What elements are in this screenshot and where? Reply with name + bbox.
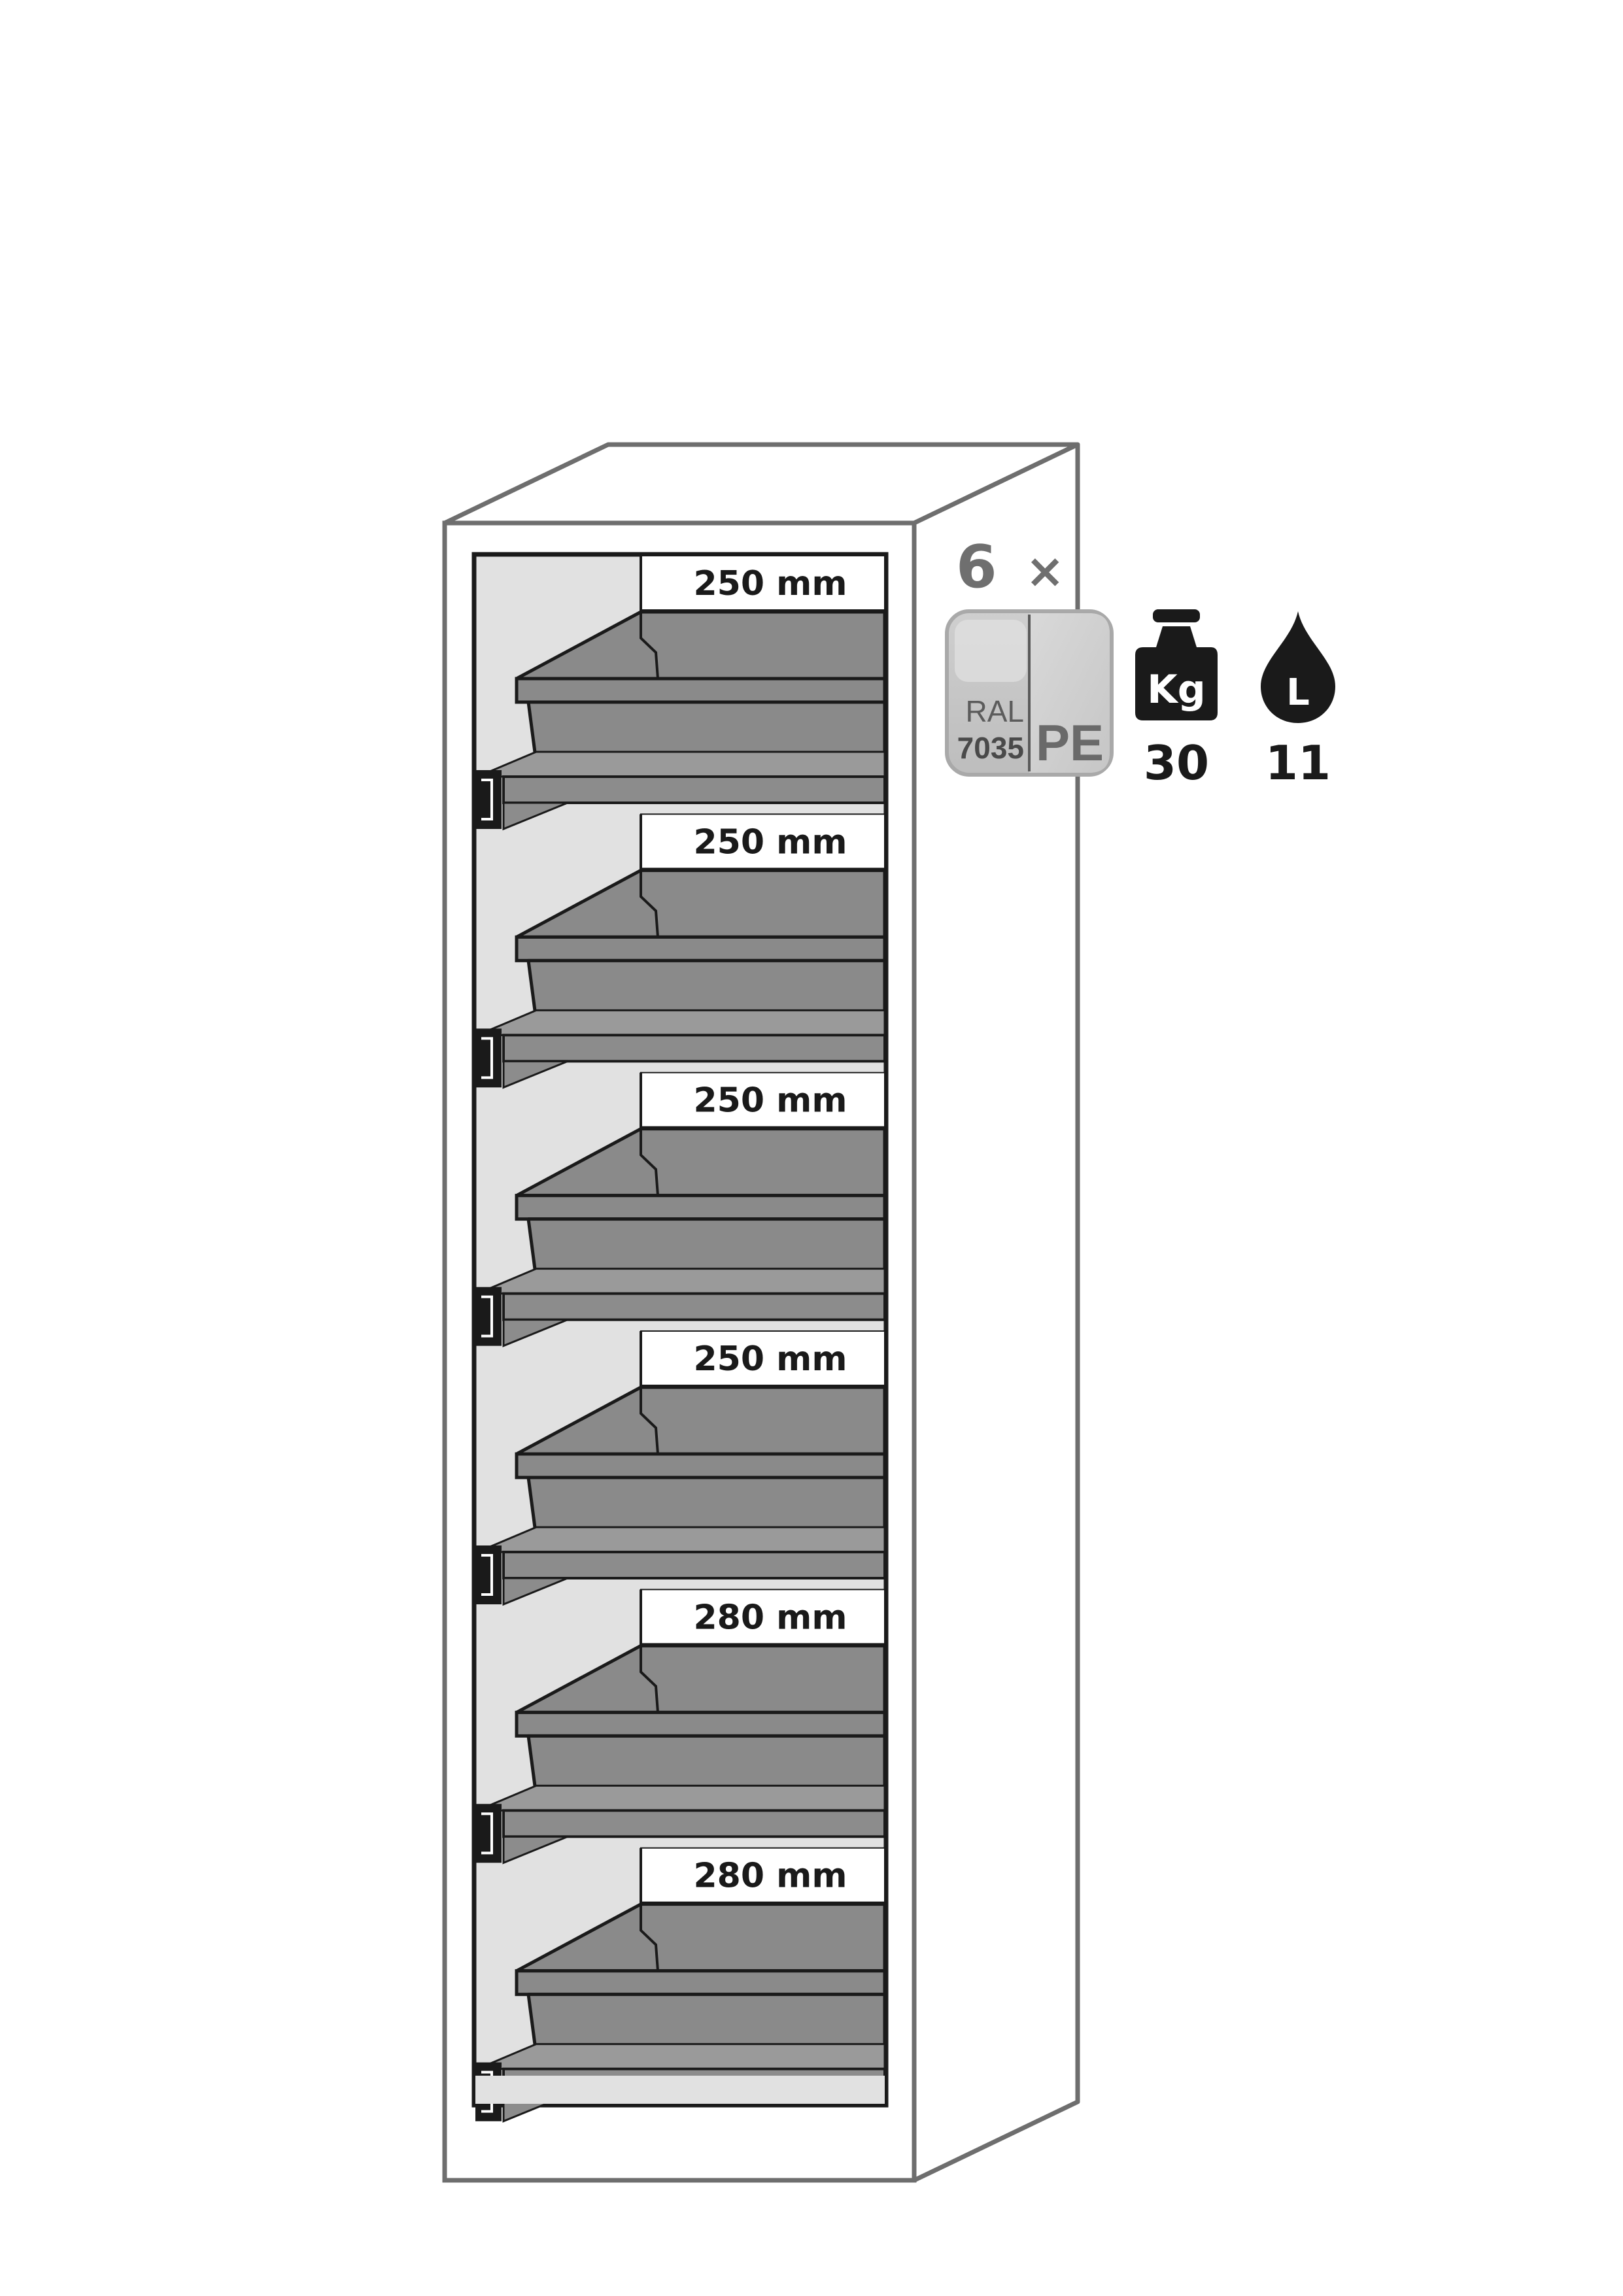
shelf-top	[477, 1526, 886, 1553]
weight-value: 30	[1144, 735, 1209, 790]
shelf-front	[502, 1292, 886, 1321]
tray-crease	[640, 870, 659, 937]
hinge-slot	[481, 1295, 493, 1338]
height-label: 280 mm	[693, 1598, 847, 1637]
tray-lip	[515, 1710, 887, 1738]
volume-unit: L	[1286, 671, 1310, 714]
quantity-value: 6	[956, 533, 997, 601]
shelf-bracket	[502, 1060, 568, 1089]
shelf-bracket	[502, 1319, 568, 1347]
tray-crease	[640, 612, 659, 679]
volume-value: 11	[1265, 735, 1331, 790]
volume-spec: L 11	[1261, 611, 1335, 790]
shelf-bracket	[502, 1577, 568, 1606]
badge-ral-label: RAL	[966, 694, 1024, 728]
hinge-slot	[481, 1554, 493, 1596]
quantity-symbol: ×	[1025, 543, 1065, 598]
height-label-box	[640, 1589, 885, 1645]
shelf-top	[477, 1009, 886, 1036]
hinge-slot	[481, 779, 493, 820]
svg-text:6 ×: 6 ×	[956, 533, 1065, 601]
height-label: 250 mm	[693, 822, 847, 862]
compartment: 250 mm	[475, 1330, 887, 1606]
weight-unit: Kg	[1147, 667, 1205, 713]
cabinet-floor	[475, 2076, 885, 2104]
tray-lip	[515, 935, 887, 962]
tray-crease	[640, 1646, 659, 1713]
shelf-top	[477, 1268, 886, 1295]
shelf-front	[502, 1551, 886, 1579]
tray-lip	[515, 1452, 887, 1479]
height-label: 250 mm	[693, 1081, 847, 1121]
hinge-slot	[481, 1812, 493, 1855]
tray-lip	[515, 1969, 887, 1997]
shelf-top	[477, 751, 886, 778]
tray-lip	[515, 677, 887, 704]
compartments: 250 mm 250 mm 250 mm 250 mm 280 mm 280 mm	[475, 555, 887, 2123]
shelf-bracket	[502, 802, 568, 831]
shelf-front	[502, 1034, 886, 1063]
weight-icon: Kg	[1135, 609, 1218, 720]
compartment: 250 mm	[475, 1072, 887, 1347]
tray-crease	[640, 1128, 659, 1196]
height-label: 250 mm	[693, 564, 847, 603]
badge-highlight	[955, 620, 1027, 682]
shelf-bracket	[502, 1835, 568, 1865]
shelf-front	[502, 775, 886, 804]
shelf-front	[502, 1809, 886, 1838]
compartment: 280 mm	[475, 1589, 887, 1865]
height-label: 280 mm	[693, 1857, 847, 1896]
tray-crease	[640, 1387, 659, 1455]
weight-spec: Kg 30	[1135, 609, 1218, 790]
height-label: 250 mm	[693, 1340, 847, 1379]
shelf-top	[477, 1784, 886, 1812]
badge-ral-code: 7035	[957, 731, 1024, 765]
badge-material: PE	[1036, 714, 1104, 771]
height-label-box	[640, 813, 885, 869]
height-label-box	[640, 555, 885, 611]
height-label-box	[640, 1072, 885, 1128]
tray-crease	[640, 1904, 659, 1971]
drop-icon: L	[1261, 611, 1335, 723]
compartment: 250 mm	[475, 813, 887, 1089]
compartment: 250 mm	[475, 555, 887, 831]
height-label-box	[640, 1847, 885, 1903]
badge-right-half	[1029, 613, 1110, 773]
material-badge: RAL 7035 PE	[945, 609, 1114, 777]
hinge-slot	[481, 1037, 493, 1079]
quantity-label: 6 ×	[956, 533, 1065, 601]
shelf-top	[477, 2043, 886, 2070]
tray-lip	[515, 1194, 887, 1221]
